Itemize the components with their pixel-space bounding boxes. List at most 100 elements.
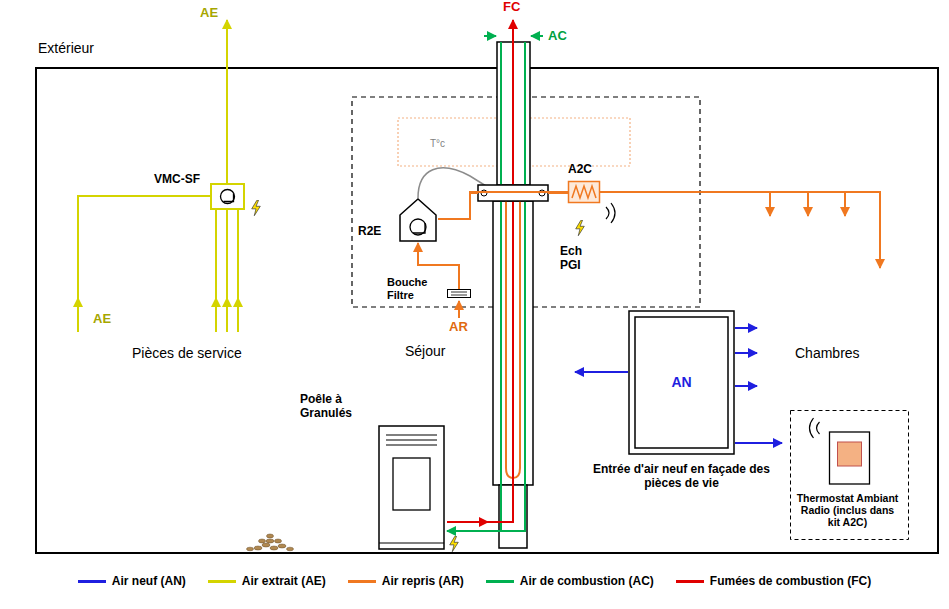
extract-duct [226, 20, 228, 183]
window-frame [629, 311, 734, 454]
sensor-label: T°c [430, 138, 445, 150]
radio-waves [606, 203, 615, 223]
flow-label: AE [93, 312, 111, 327]
fan-symbol [413, 223, 425, 233]
combustion-air-line [447, 42, 501, 531]
flow-label: FC [503, 0, 520, 15]
stove-base [379, 543, 444, 544]
part-label: Ech PGI [560, 245, 592, 273]
node-caption: Entrée d'air neuf en façade des pièces d… [588, 463, 775, 491]
legend-text: Air de combustion (AC) [520, 574, 654, 588]
node-label: Bouche Filtre [387, 276, 441, 301]
vmc-ducts [78, 20, 238, 332]
r2e-unit: R2E [398, 197, 438, 243]
fresh-air-arrow [735, 385, 757, 387]
fan-symbol [221, 190, 235, 204]
node-label: AN [671, 374, 691, 390]
room-label: Pièces de service [132, 345, 242, 361]
pellet-stove [378, 425, 445, 550]
radio-waves [810, 418, 820, 438]
fan-symbol [410, 219, 426, 235]
room-label: Chambres [795, 345, 860, 361]
legend-text: Air repris (AR) [382, 574, 464, 588]
grille-frame [448, 290, 471, 298]
legend: Air neuf (AN) Air extrait (AE) Air repris … [0, 574, 949, 588]
power-symbol [450, 536, 459, 551]
node-label: Poêle à Granulés [300, 393, 368, 421]
legend-item: Air neuf (AN) [78, 574, 186, 588]
flue-gas-line [486, 20, 513, 522]
flow-label: AR [449, 320, 468, 335]
node-label: Thermostat Ambiant Radio (inclus dans ki… [794, 492, 901, 528]
air-duct [438, 192, 568, 219]
air-intake-arrow [531, 35, 543, 37]
heating-coil [572, 186, 596, 198]
fresh-air-arrow [735, 442, 782, 444]
house-outline [36, 68, 938, 553]
node-label: VMC-SF [110, 173, 200, 187]
legend-text: Air extrait (AE) [242, 574, 326, 588]
heater-unit: A2C [568, 181, 600, 203]
window-frame [635, 317, 728, 448]
outlet-arrow [769, 192, 771, 216]
air-intake-arrow [484, 35, 496, 37]
filter-grille [447, 289, 471, 298]
chimney [447, 20, 568, 548]
flow-label: AC [548, 29, 567, 44]
heater-unit [568, 181, 600, 203]
legend-swatch [208, 580, 236, 583]
outlet-arrow [807, 192, 809, 216]
legend-swatch [676, 580, 704, 583]
legend-swatch [486, 580, 514, 583]
r2e-unit [398, 197, 438, 243]
flue-gas-line [447, 521, 488, 523]
pellet [262, 543, 270, 547]
air-inlet-window: ANEntrée d'air neuf en façade des pièces… [628, 310, 735, 455]
stove-body [379, 426, 444, 549]
legend-item: Air de combustion (AC) [486, 574, 654, 588]
pellet [278, 544, 286, 548]
pellet [275, 539, 282, 543]
extract-duct [78, 196, 210, 332]
extract-duct [216, 210, 238, 332]
pellet [270, 546, 278, 550]
legend-text: Air neuf (AN) [112, 574, 186, 588]
grille-slats [451, 292, 467, 295]
kit-outline [791, 411, 909, 540]
legend-swatch [78, 580, 106, 583]
power-symbol [252, 200, 261, 215]
thermostat-display [838, 442, 862, 466]
pellet [266, 539, 274, 543]
vmc-unit [210, 183, 245, 210]
stove-grill [386, 435, 437, 445]
flow-label: AE [200, 6, 218, 21]
pellet [259, 539, 266, 543]
legend-text: Fumées de combustion (FC) [710, 574, 871, 588]
stove-window [393, 458, 430, 510]
pellet [287, 547, 294, 551]
legend-item: Air extrait (AE) [208, 574, 326, 588]
flow-arrow [237, 298, 239, 312]
thermostat-kit: Thermostat Ambiant Radio (inclus dans ki… [790, 410, 909, 540]
node-label: A2C [568, 163, 608, 177]
legend-item: Fumées de combustion (FC) [676, 574, 871, 588]
fresh-air-arrow [735, 327, 757, 329]
distribution [600, 192, 880, 268]
pellet [267, 534, 274, 538]
fresh-air-arrow [735, 352, 757, 354]
distribution-duct [600, 192, 880, 268]
flow-arrow [77, 298, 79, 312]
return-air-arrow [458, 301, 460, 318]
legend-swatch [348, 580, 376, 583]
pellet [254, 546, 262, 550]
filter-grille: Bouche Filtre [447, 289, 471, 298]
flow-arrow [215, 298, 217, 312]
legend-item: Air repris (AR) [348, 574, 464, 588]
pellets [247, 534, 294, 551]
node-label: R2E [358, 225, 392, 239]
fan-symbol [224, 194, 234, 202]
flow-arrow [226, 298, 228, 312]
thermostat-body [830, 432, 870, 484]
pellet [247, 547, 254, 551]
